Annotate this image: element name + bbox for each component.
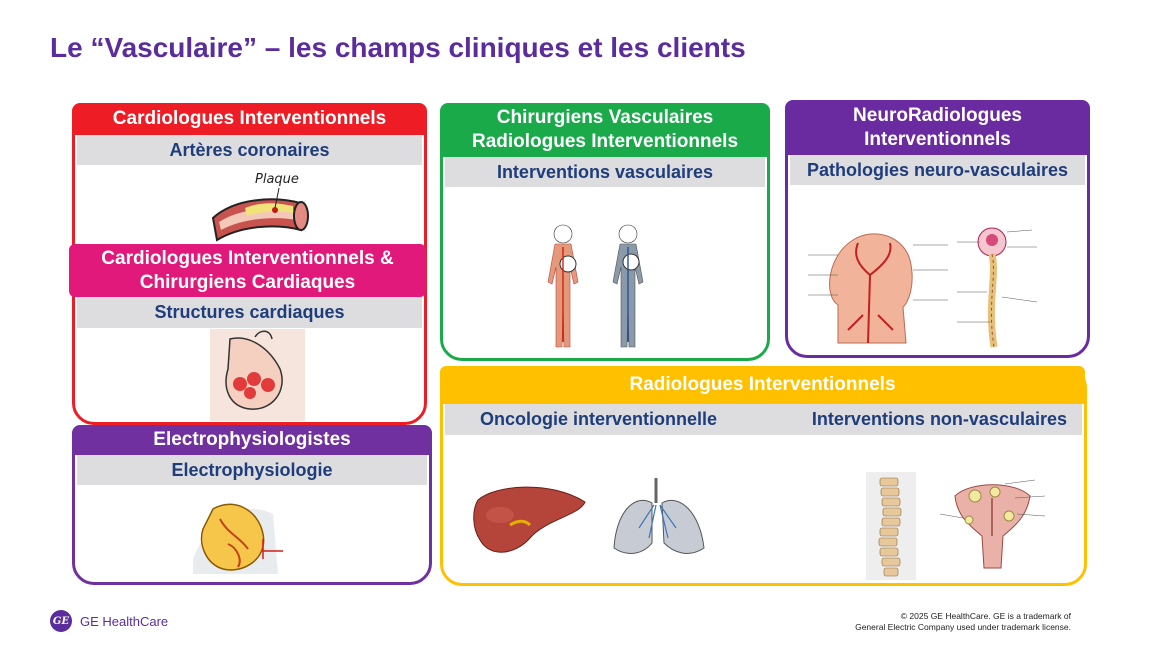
card-cardiologues-header: Cardiologues Interventionnels: [72, 103, 427, 135]
ge-healthcare-logo: GE GE HealthCare: [50, 610, 168, 632]
card-neuroradiologues-header: NeuroRadiologues Interventionnels: [785, 100, 1090, 155]
card-vasculaires-subheader: Interventions vasculaires: [445, 157, 765, 187]
head-vessels-image: [808, 233, 948, 344]
card-cardio-structures-title-1: Cardiologues Interventionnels &: [101, 247, 394, 269]
card-vasculaires-header: Chirurgiens Vasculaires Radiologues Inte…: [440, 103, 770, 157]
card-neuroradiologues-subheader: Pathologies neuro-vasculaires: [790, 155, 1085, 185]
card-cardio-structures-header: Cardiologues Interventionnels & Chirurgi…: [69, 244, 426, 297]
heart-structures-image: [210, 329, 305, 421]
coronary-artery-plaque-image: Plaque: [211, 172, 309, 242]
card-neuroradiologues-title-1: NeuroRadiologues: [853, 104, 1022, 126]
card-cardio-structures-title-2: Chirurgiens Cardiaques: [139, 271, 356, 293]
spine-column-image: [866, 472, 916, 580]
card-neuroradiologues-title-2: Interventionnels: [864, 128, 1011, 150]
card-radiologues-subheader: Oncologie interventionnelle Intervention…: [445, 404, 1082, 435]
card-electrophysiologistes-subheader: Electrophysiologie: [77, 455, 427, 485]
liver-image: [473, 486, 586, 553]
copyright-line-2: General Electric Company used under trad…: [855, 621, 1071, 632]
card-radiologues-sub-oncologie: Oncologie interventionnelle: [480, 409, 718, 429]
card-radiologues-header: Radiologues Interventionnels: [440, 366, 1085, 404]
slide-title: Le “Vasculaire” – les champs cliniques e…: [50, 32, 746, 63]
card-electrophysiologistes-header: Electrophysiologistes: [72, 425, 432, 455]
card-radiologues-title: Radiologues Interventionnels: [629, 374, 896, 396]
brand-name: GE HealthCare: [80, 613, 169, 629]
uterus-image: [939, 479, 1046, 569]
card-cardio-structures-subheader: Structures cardiaques: [77, 297, 422, 328]
card-electrophysiologistes-title: Electrophysiologistes: [153, 429, 351, 451]
copyright-line-1: © 2025 GE HealthCare. GE is a trademark …: [900, 611, 1071, 621]
copyright-notice: © 2025 GE HealthCare. GE is a trademark …: [855, 611, 1071, 632]
card-vasculaires-title-2: Radiologues Interventionnels: [471, 131, 739, 152]
spine-nerves-image: [957, 227, 1038, 348]
plaque-label: Plaque: [255, 172, 299, 187]
ge-monogram-icon: GE: [50, 610, 72, 632]
card-radiologues-sub-nonvasculaires: Interventions non-vasculaires: [811, 409, 1067, 429]
lungs-image: [613, 478, 705, 554]
card-cardiologues-subheader: Artères coronaires: [77, 135, 422, 165]
card-vasculaires-title-1: Chirurgiens Vasculaires: [496, 107, 714, 129]
card-cardiologues-title: Cardiologues Interventionnels: [112, 108, 387, 130]
heart-electrophysiology-image: [193, 503, 283, 574]
circulatory-system-image: [547, 224, 644, 348]
